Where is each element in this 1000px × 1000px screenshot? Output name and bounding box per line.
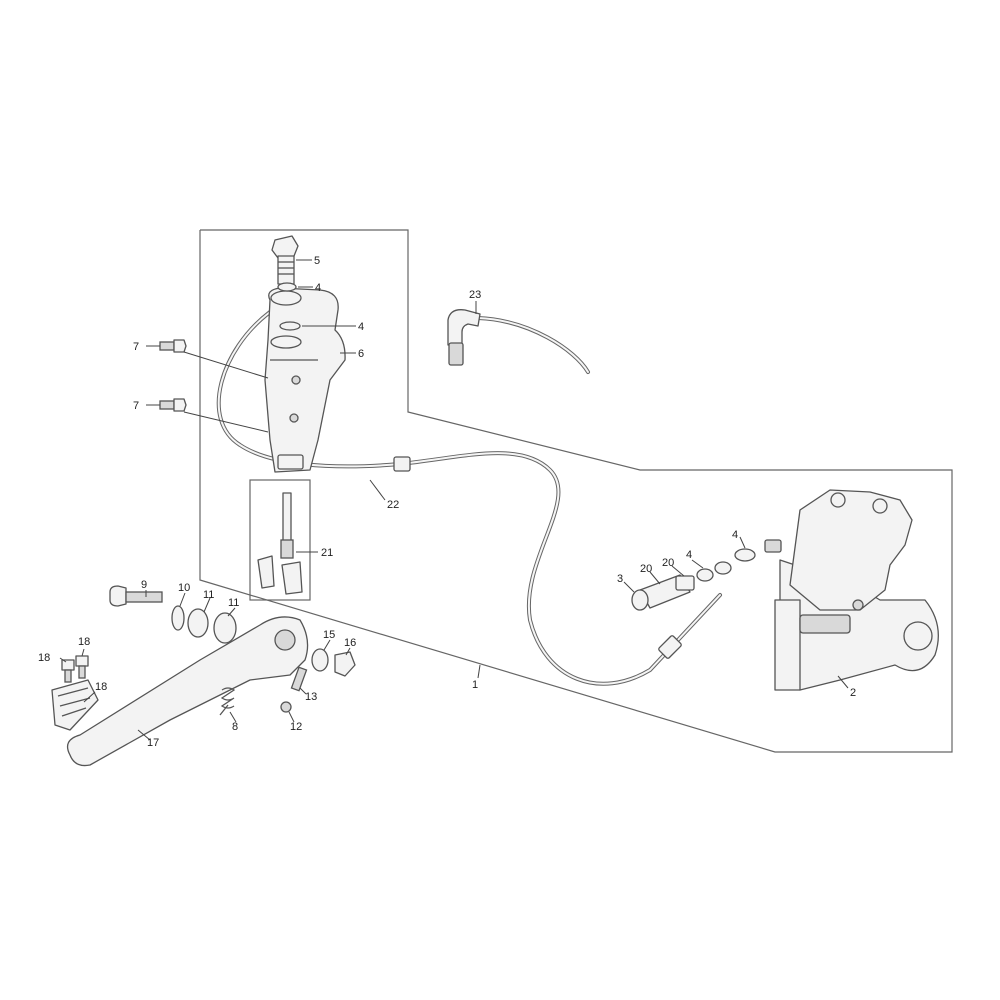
callout-15: 16 <box>344 637 356 649</box>
master-cylinder <box>264 287 346 473</box>
pedal-screws <box>61 655 89 683</box>
callout-17: 18 <box>95 681 107 693</box>
callout-6: 6 <box>358 348 364 360</box>
callout-4-right: 4 <box>732 529 738 541</box>
callout-4-low: 4 <box>686 549 692 561</box>
callout-5: 5 <box>314 255 320 267</box>
callout-10: 10 <box>178 582 190 594</box>
callout-8: 8 <box>232 721 238 733</box>
return-spring <box>219 687 236 716</box>
assembly-frame <box>199 229 953 753</box>
pivot-hardware <box>109 585 356 677</box>
callout-labels: 5 4 4 6 7 7 21 22 23 1 2 3 20 20 4 4 9 1… <box>38 255 856 749</box>
push-rod-group <box>249 479 311 601</box>
callout-11-b: 11 <box>228 597 239 609</box>
callout-11-a: 11 <box>203 589 214 601</box>
pin <box>290 666 308 692</box>
callout-14: 15 <box>323 629 335 641</box>
callout-18-left: 18 <box>38 652 50 664</box>
washer-mid <box>279 321 301 331</box>
washer-top <box>277 282 297 292</box>
callout-13: 13 <box>305 691 317 703</box>
callout-4-top: 4 <box>315 282 321 294</box>
brake-pedal <box>51 616 309 767</box>
callout-9: 9 <box>141 579 147 591</box>
callout-1: 1 <box>472 679 478 691</box>
callout-20: 20 <box>662 557 674 569</box>
reservoir-hose <box>447 309 590 374</box>
leader-lines <box>59 259 849 741</box>
small-nut <box>280 701 292 713</box>
callout-22: 22 <box>387 499 399 511</box>
callout-21: 20 <box>640 563 652 575</box>
callout-18-right: 18 <box>78 636 90 648</box>
callout-7-lower: 7 <box>133 400 139 412</box>
banjo-bolt <box>271 235 299 285</box>
callout-7-upper: 7 <box>133 341 139 353</box>
callout-16: 17 <box>147 737 159 749</box>
callout-3: 3 <box>617 573 623 585</box>
callout-2: 2 <box>850 687 856 699</box>
callout-4-mid: 4 <box>358 321 364 333</box>
brake-hose <box>216 310 722 686</box>
caliper-banjo <box>631 539 782 611</box>
brake-caliper <box>774 489 939 691</box>
callout-23: 23 <box>469 289 481 301</box>
callout-19: 21 <box>321 547 333 559</box>
screw-upper <box>159 339 187 353</box>
screw-lower <box>159 398 187 412</box>
callout-12: 12 <box>290 721 302 733</box>
